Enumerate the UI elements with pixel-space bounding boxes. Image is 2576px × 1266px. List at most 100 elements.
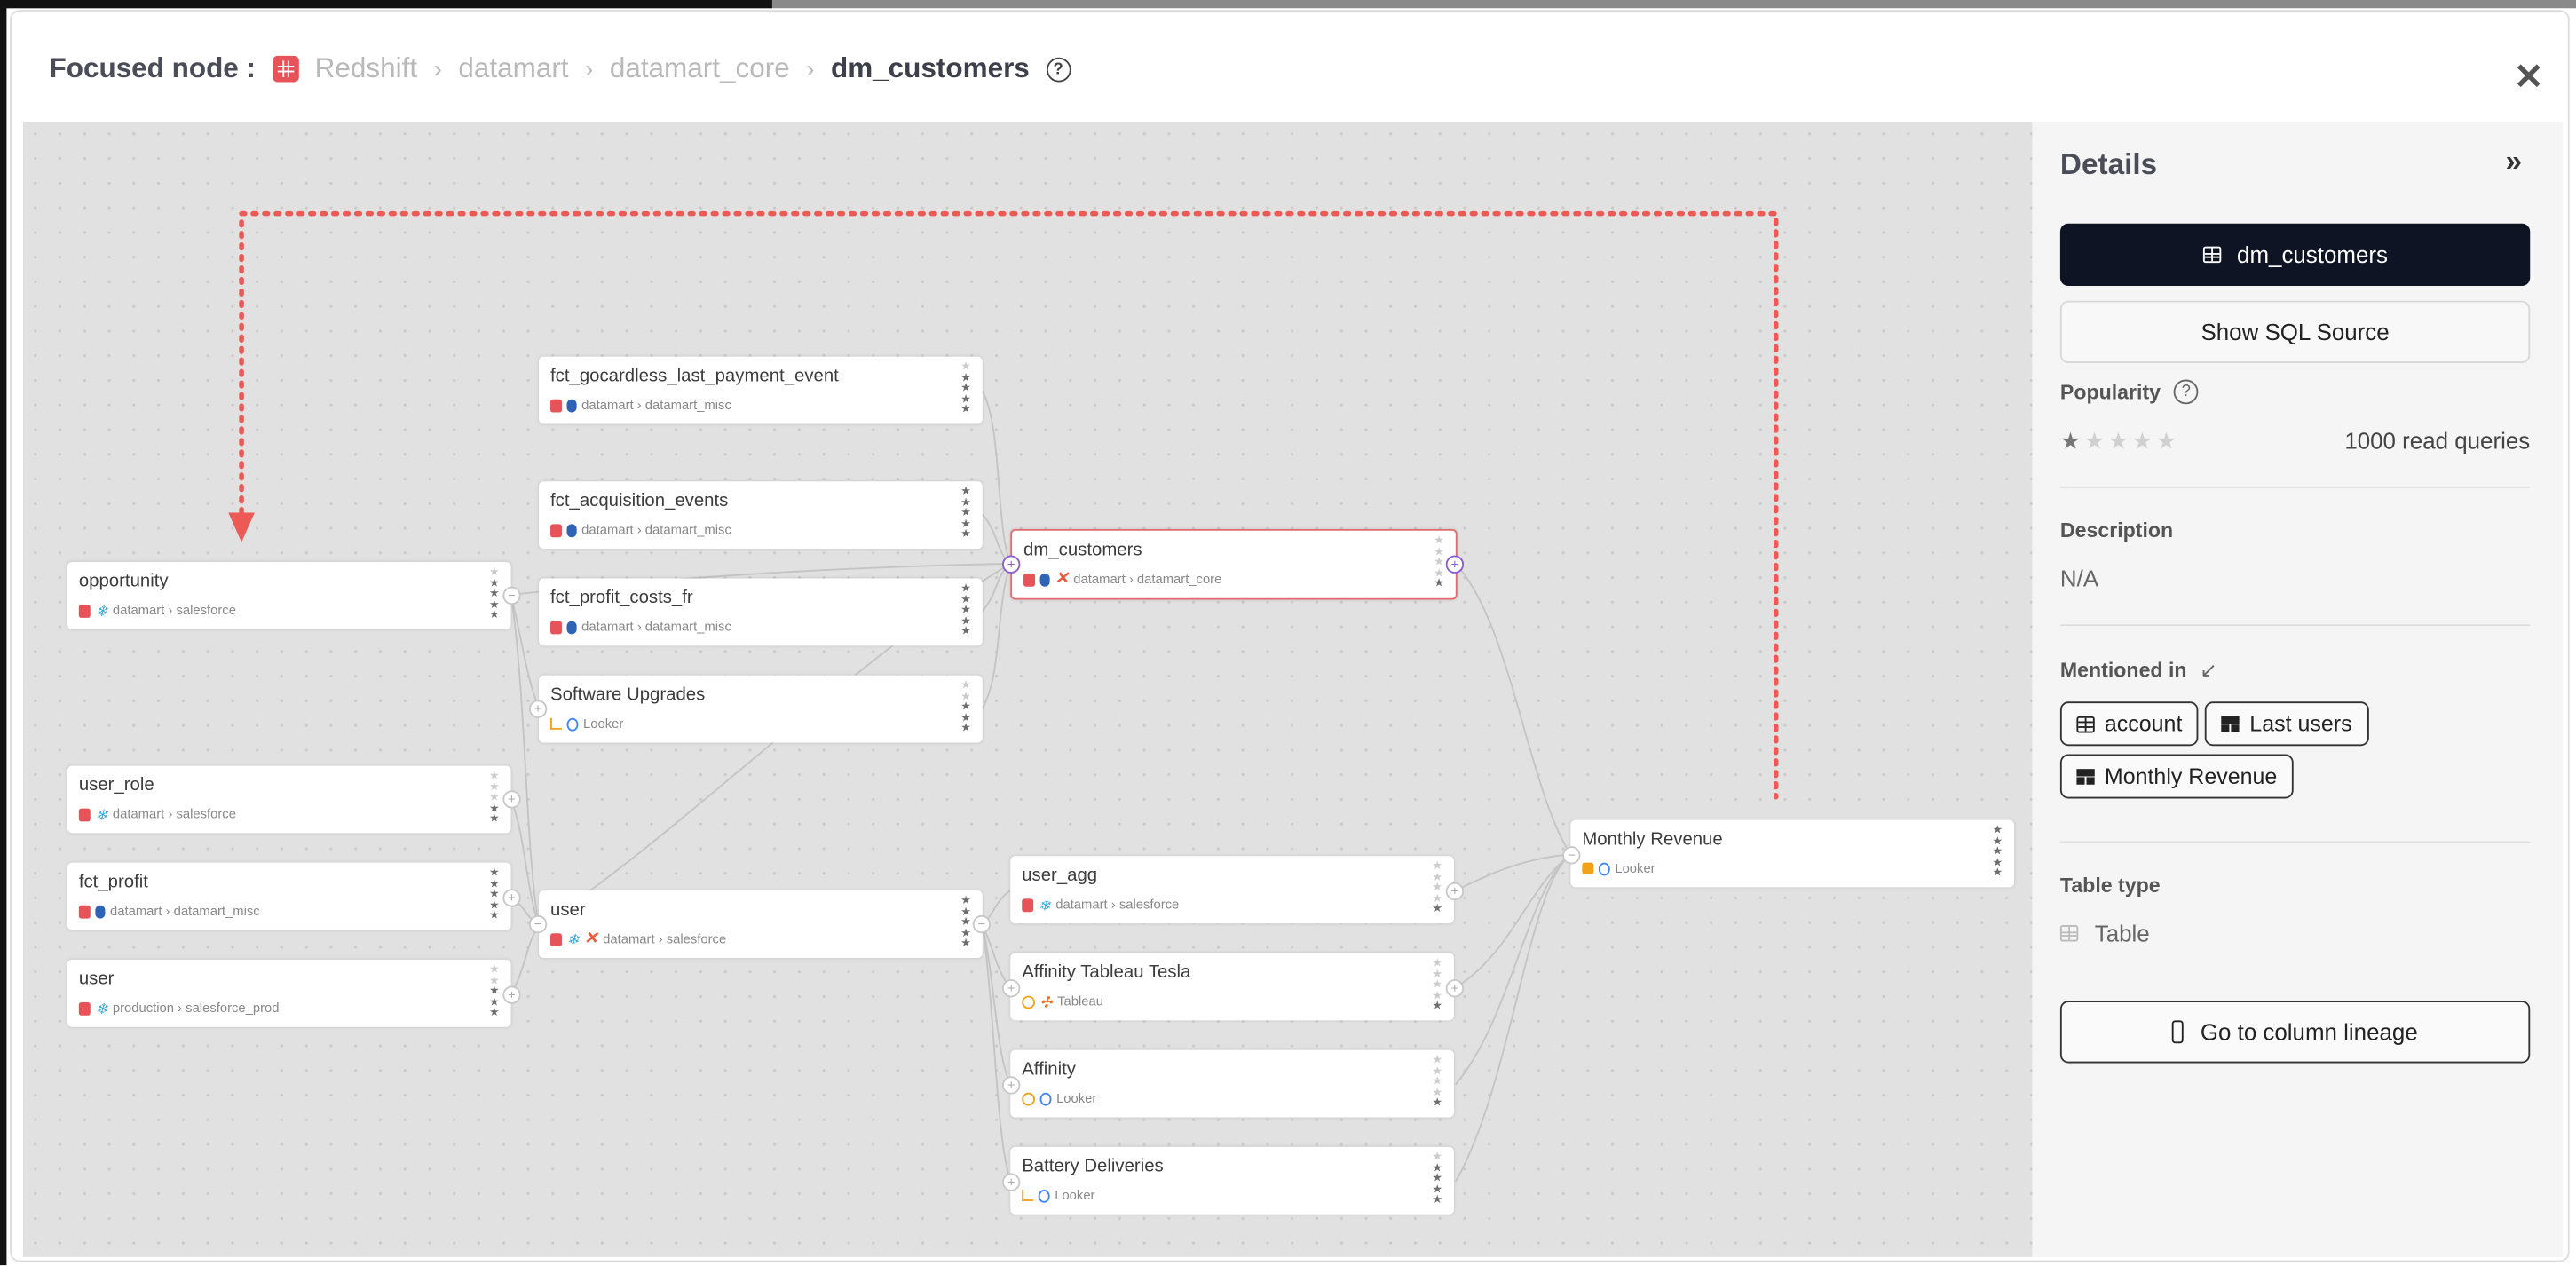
lineage-node[interactable]: fct_profit_costs_fr datamart › datamart_… [539, 578, 983, 646]
star-icon: ★ [1432, 1065, 1443, 1078]
selected-node-button[interactable]: dm_customers [2059, 223, 2531, 287]
star-icon: ★ [489, 792, 500, 804]
lineage-node[interactable]: opportunity ❄datamart › salesforce ★★★★★ [67, 561, 511, 629]
mention-chip-account[interactable]: account [2059, 701, 2199, 747]
column-lineage-button[interactable]: Go to column lineage [2059, 1001, 2531, 1064]
help-icon[interactable]: ? [2173, 379, 2199, 405]
window-frame-left [0, 0, 7, 1266]
chip-label: Last users [2249, 711, 2352, 737]
chart-icon [550, 717, 562, 730]
lineage-node[interactable]: Affinity Looker ★★★★★ [1010, 1049, 1454, 1118]
lineage-node[interactable]: Battery Deliveries Looker ★★★★★ [1010, 1146, 1454, 1215]
read-queries-count: 1000 read queries [2344, 427, 2531, 454]
collapse-handle[interactable]: − [1562, 846, 1581, 865]
details-panel: Details » dm_customers Show SQL Source P… [2032, 121, 2564, 1257]
window-frame [0, 0, 2576, 9]
explore-icon [1022, 994, 1036, 1009]
column-icon [2172, 1020, 2185, 1044]
tableau-icon: ✣ [1039, 993, 1053, 1010]
collapse-handle[interactable]: − [528, 914, 548, 934]
explore-icon [1022, 1091, 1036, 1105]
star-icon: ★ [2059, 427, 2084, 454]
node-title: user [78, 969, 115, 990]
expand-handle[interactable]: + [502, 790, 521, 809]
collapse-handle[interactable]: − [502, 586, 521, 605]
expand-handle[interactable]: + [528, 700, 548, 718]
lineage-node[interactable]: user_role ❄datamart › salesforce ★★★★★ [67, 765, 511, 834]
star-icon: ★ [489, 867, 500, 880]
lineage-node[interactable]: Monthly Revenue Looker ★★★★★ [1570, 819, 2015, 888]
snowflake-icon: ❄ [95, 602, 108, 619]
expand-handle[interactable]: + [1001, 1173, 1021, 1191]
popularity-stars: ★★★★★ [2060, 427, 2180, 455]
node-path: datamart › salesforce [1055, 897, 1180, 913]
lineage-node[interactable]: user ❄production › salesforce_prod ★★★★★ [67, 959, 511, 1027]
focused-node-dm-customers[interactable]: dm_customers ✕datamart › datamart_core ★… [1010, 528, 1458, 600]
breadcrumb-warehouse[interactable]: Redshift [314, 52, 418, 84]
star-icon: ★ [1432, 871, 1443, 883]
node-path: datamart › datamart_core [1073, 572, 1222, 587]
show-sql-label: Show SQL Source [2201, 319, 2390, 345]
lineage-node[interactable]: Software Upgrades Looker ★★★★★ [539, 675, 983, 743]
node-path: datamart › datamart_misc [581, 397, 731, 413]
collapse-panel-icon[interactable]: » [2505, 144, 2523, 178]
star-icon: ★ [960, 938, 971, 950]
star-icon: ★ [489, 588, 500, 600]
lineage-node[interactable]: user ❄✕datamart › salesforce ★★★★★ [539, 890, 983, 959]
details-title: Details [2059, 147, 2158, 181]
star-icon: ★ [960, 723, 971, 735]
node-path: Tableau [1057, 993, 1103, 1009]
mention-chip-monthly-revenue[interactable]: Monthly Revenue [2059, 754, 2294, 799]
star-icon: ★ [1432, 1055, 1443, 1067]
star-icon: ★ [1432, 990, 1443, 1002]
node-popularity: ★★★★★ [960, 681, 971, 735]
breadcrumb-schema[interactable]: datamart_core [609, 52, 790, 84]
lineage-node[interactable]: user_agg ❄datamart › salesforce ★★★★★ [1010, 856, 1454, 924]
expand-handle[interactable]: + [1445, 882, 1465, 901]
redshift-icon [566, 620, 577, 634]
mention-chip-last-users[interactable]: Last users [2205, 701, 2369, 747]
help-icon[interactable]: ? [1046, 56, 1071, 82]
node-path: datamart › salesforce [112, 603, 236, 618]
collapse-handle[interactable]: − [972, 914, 992, 934]
star-icon: ★ [960, 594, 971, 606]
star-icon: ★ [489, 813, 500, 826]
lineage-node[interactable]: fct_acquisition_events datamart › datama… [539, 481, 983, 550]
expand-upstream-handle[interactable]: + [1001, 555, 1021, 574]
expand-handle[interactable]: + [1445, 979, 1465, 998]
node-path: production › salesforce_prod [112, 1001, 280, 1016]
star-icon: ★ [489, 889, 500, 901]
lineage-node[interactable]: fct_gocardless_last_payment_event datama… [539, 356, 983, 424]
star-icon: ★ [1432, 1097, 1443, 1110]
node-title: Software Upgrades [550, 684, 706, 705]
looker-icon [566, 716, 579, 731]
mentioned-in-list: account Last users Monthly Revenue [2059, 701, 2537, 799]
star-icon: ★ [489, 609, 500, 621]
close-button[interactable]: ✕ [2513, 55, 2544, 98]
node-title: user_role [78, 775, 154, 795]
star-icon: ★ [960, 383, 971, 395]
table-icon [2202, 246, 2221, 264]
expand-handle[interactable]: + [1001, 1076, 1021, 1095]
expand-downstream-handle[interactable]: + [1445, 555, 1465, 574]
lineage-node[interactable]: Affinity Tableau Tesla ✣Tableau ★★★★★ [1010, 953, 1454, 1021]
chip-label: Monthly Revenue [2104, 764, 2278, 789]
expand-handle[interactable]: + [502, 985, 521, 1004]
node-title: fct_gocardless_last_payment_event [550, 366, 839, 386]
expand-handle[interactable]: + [502, 889, 521, 907]
expand-handle[interactable]: + [1001, 979, 1021, 998]
redshift-icon [566, 398, 577, 412]
lineage-node[interactable]: fct_profit datamart › datamart_misc ★★★★… [67, 862, 511, 930]
node-title: opportunity [78, 572, 169, 592]
show-sql-source-button[interactable]: Show SQL Source [2059, 300, 2531, 364]
star-icon: ★ [1432, 1162, 1443, 1175]
chart-icon [1022, 1189, 1034, 1201]
node-path: Looker [583, 716, 624, 732]
dashboard-icon [2076, 768, 2095, 785]
breadcrumb-database[interactable]: datamart [458, 52, 569, 84]
table-icon [78, 904, 91, 918]
star-icon: ★ [489, 577, 500, 589]
redshift-icon [566, 523, 577, 537]
popularity-label: Popularity [2059, 380, 2161, 404]
looker-icon [1598, 861, 1610, 875]
